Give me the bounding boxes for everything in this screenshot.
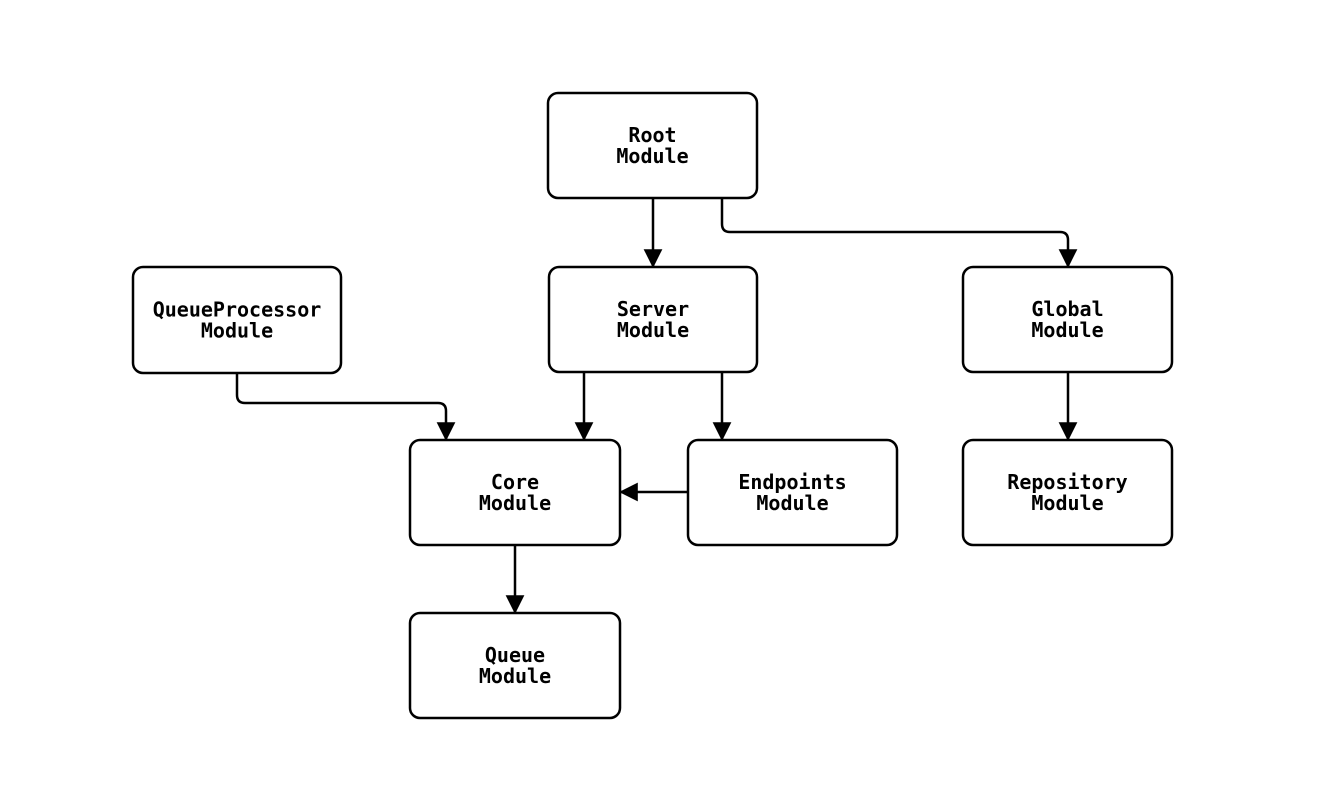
node-endpoints-box <box>686 438 899 547</box>
edge-queueprocessor-to-core <box>235 373 456 441</box>
node-queue-box <box>408 611 622 720</box>
node-server-box <box>547 265 759 374</box>
node-global-box <box>961 265 1174 374</box>
edges-layer <box>235 198 1078 614</box>
node-root-box <box>546 91 759 200</box>
node-queueprocessor-box <box>131 265 343 375</box>
node-repository-box <box>961 438 1174 547</box>
node-core-box <box>408 438 622 547</box>
edge-root-to-global <box>720 198 1078 268</box>
